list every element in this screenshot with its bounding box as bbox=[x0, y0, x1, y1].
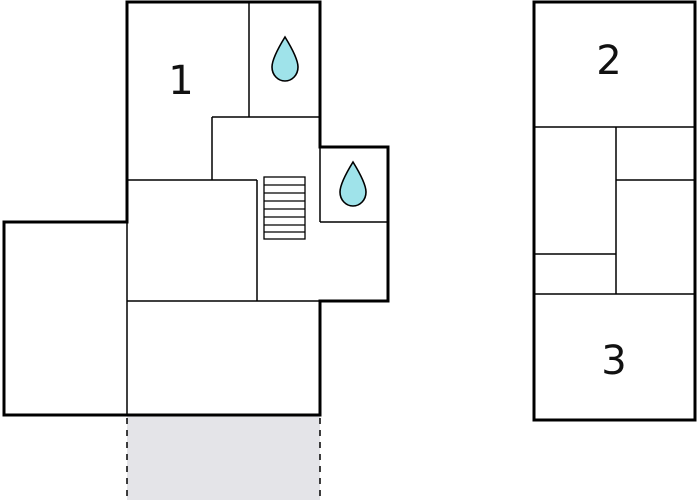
main-floor: 1 bbox=[2, 0, 390, 417]
water-drop-icon bbox=[271, 35, 299, 82]
room-label-1: 1 bbox=[168, 58, 193, 104]
water-drop-icon bbox=[339, 160, 367, 207]
upper-floor: 2 3 bbox=[532, 0, 697, 422]
room-label-3: 3 bbox=[601, 338, 626, 384]
room-label-2: 2 bbox=[596, 38, 621, 84]
upper-floor-outline bbox=[532, 0, 697, 422]
terrace bbox=[126, 415, 321, 500]
main-floor-outline bbox=[2, 0, 390, 417]
staircase-icon bbox=[263, 176, 306, 240]
